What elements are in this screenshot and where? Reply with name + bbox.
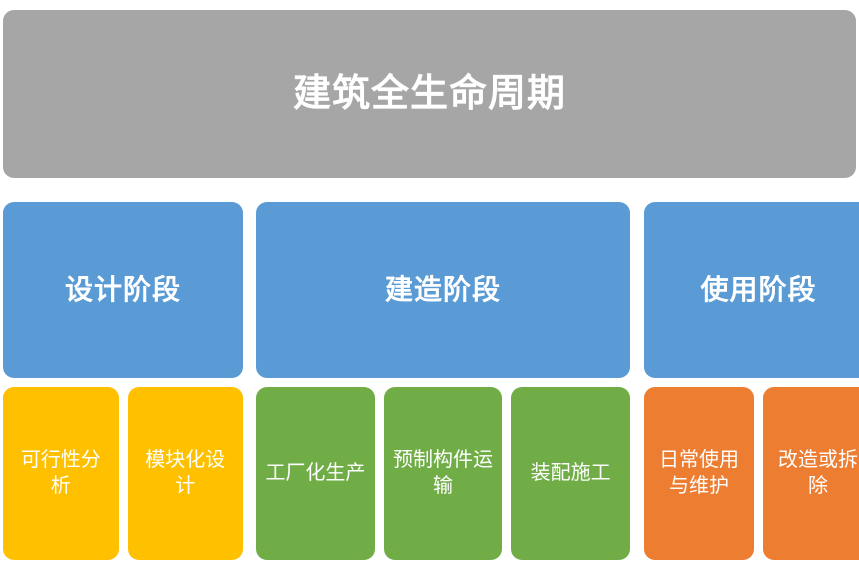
row-spacer-root-phases — [3, 178, 856, 202]
phase-node-design[interactable]: 设计阶段 — [3, 202, 243, 378]
phase-node-use[interactable]: 使用阶段 — [644, 202, 859, 378]
phase-node-label-build: 建造阶段 — [384, 274, 501, 306]
phase-node-label-use: 使用阶段 — [700, 274, 817, 306]
step-node-feasibility[interactable]: 可行性分析 — [3, 387, 119, 560]
step-node-modular-design[interactable]: 模块化设计 — [127, 387, 243, 560]
step-node-label-renovation-demolition: 改造或拆除 — [778, 448, 858, 497]
root-node-building-lifecycle[interactable]: 建筑全生命周期 — [3, 10, 856, 178]
step-node-label-factory-production: 工厂化生产 — [265, 461, 366, 484]
phase-node-build[interactable]: 建造阶段 — [256, 202, 630, 378]
step-node-factory-production[interactable]: 工厂化生产 — [256, 387, 375, 560]
diagram-row-phases: 设计阶段 建造阶段 使用阶段 — [3, 202, 859, 378]
step-node-label-feasibility: 可行性分析 — [20, 448, 101, 497]
step-column-build: 工厂化生产 预制构件运输 装配施工 — [256, 387, 631, 560]
step-node-label-component-transport: 预制构件运输 — [393, 448, 493, 497]
step-node-label-modular-design: 模块化设计 — [145, 448, 226, 497]
root-node-label: 建筑全生命周期 — [292, 72, 566, 115]
step-node-label-assembly-construction: 装配施工 — [530, 461, 611, 484]
step-node-label-daily-use-maintenance: 日常使用与维护 — [659, 448, 739, 497]
diagram-row-steps: 可行性分析 模块化设计 工厂化生产 预制构件运输 装配施工 日常使用与维护 改造… — [3, 387, 859, 560]
phase-node-label-design: 设计阶段 — [64, 274, 181, 306]
step-node-renovation-demolition[interactable]: 改造或拆除 — [763, 387, 859, 560]
row-spacer-phases-steps — [3, 378, 856, 387]
step-column-use: 日常使用与维护 改造或拆除 — [644, 387, 859, 560]
phase-column-use: 使用阶段 — [644, 202, 859, 378]
phase-column-build: 建造阶段 — [256, 202, 630, 378]
step-column-design: 可行性分析 模块化设计 — [3, 387, 243, 560]
step-node-component-transport[interactable]: 预制构件运输 — [383, 387, 503, 560]
diagram-row-root: 建筑全生命周期 — [3, 10, 856, 178]
step-node-daily-use-maintenance[interactable]: 日常使用与维护 — [644, 387, 754, 560]
step-node-assembly-construction[interactable]: 装配施工 — [511, 387, 631, 560]
phase-column-design: 设计阶段 — [3, 202, 243, 378]
